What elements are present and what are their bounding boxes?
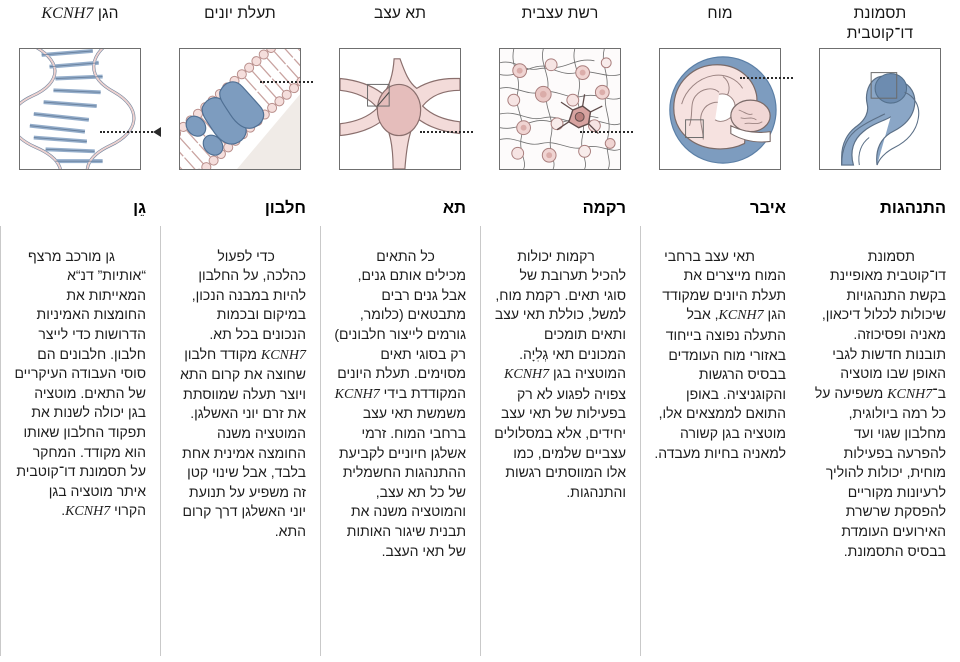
gene-symbol: KCNH7 — [718, 308, 764, 324]
column-gene: גֵן גן מורכב מרצף “אותיות” דנ“א המאייתות… — [0, 192, 160, 662]
column-tissue-heading: רקמה — [582, 199, 626, 217]
panel-organ-title: מוח — [707, 0, 732, 48]
gene-symbol: KCNH7 — [65, 504, 111, 520]
neural-network-icon — [500, 49, 620, 169]
column-cell: תא כל התאים מכילים אותם גנים, אבל גנים ר… — [320, 192, 480, 662]
text-columns: התנהגות תסמונת דו־קוטבית מאופיינת בקשת ה… — [0, 192, 960, 662]
panel-protein: תעלת יונים — [160, 0, 320, 192]
text-segment: כדי לפעול כהלכה, על החלבון להיות במבנה ה… — [187, 247, 306, 342]
column-cell-body: כל התאים מכילים אותם גנים, אבל גנים רבים… — [334, 227, 466, 581]
ion-channel-icon — [180, 49, 300, 169]
text-segment: מקודד חלבון שחוצה את קרום התא ויוצר תעלה… — [176, 345, 306, 539]
text-segment: כל התאים מכילים אותם גנים, אבל גנים רבים… — [330, 247, 466, 401]
column-cell-heading: תא — [442, 199, 466, 217]
brain-icon — [669, 56, 777, 164]
panel-organ: מוח — [640, 0, 800, 192]
column-protein-heading: חלבון — [264, 199, 306, 217]
panel-strip: תסמונת דו־קוטבית — [0, 0, 960, 192]
column-organ-heading: איבר — [750, 199, 786, 217]
panel-tissue-title: רשת עצבית — [522, 0, 599, 48]
panel-behavior-title-line2: דו־קוטבית — [846, 25, 914, 42]
panel-gene: הגן KCNH7 — [0, 0, 160, 192]
panel-tissue-title-line1: רשת עצבית — [521, 5, 599, 22]
panel-organ-frame — [659, 48, 781, 170]
panel-protein-frame — [179, 48, 301, 170]
panel-gene-title-gene-symbol: KCNH7 — [41, 5, 94, 22]
text-segment: . — [61, 502, 66, 519]
column-protein-body: כדי לפעול כהלכה, על החלבון להיות במבנה ה… — [174, 227, 306, 561]
panel-cell-title: תא עצב — [374, 0, 426, 48]
text-segment: תסמונת דו־קוטבית מאופיינת בקשת התנהגויות… — [817, 247, 946, 401]
text-segment: רקמות יכולות להכיל תערובת של סוגי תאים. … — [490, 247, 626, 382]
panel-gene-title: הגן KCNH7 — [41, 0, 118, 48]
gene-symbol: KCNH7 — [504, 367, 550, 383]
panel-protein-title: תעלת יונים — [204, 0, 276, 48]
text-segment: תאי עצב ברחבי המוח מייצרים את תעלת היוני… — [658, 247, 786, 323]
column-behavior-body: תסמונת דו־קוטבית מאופיינת בקשת התנהגויות… — [814, 227, 946, 581]
panel-behavior: תסמונת דו־קוטבית — [800, 0, 960, 192]
column-protein: חלבון כדי לפעול כהלכה, על החלבון להיות ב… — [160, 192, 320, 662]
panel-cell-title-line1: תא עצב — [373, 5, 427, 22]
column-behavior-heading: התנהגות — [880, 199, 946, 217]
text-segment: משמשת תאי עצב ברחבי המוח. זרמי אשלגן חיו… — [330, 384, 466, 559]
text-segment: משפיעה על כל רמה ביולוגית, מחלבון שגוי ו… — [811, 384, 946, 559]
panel-behavior-frame — [819, 48, 941, 170]
column-tissue-body: רקמות יכולות להכיל תערובת של סוגי תאים. … — [494, 227, 626, 522]
gene-symbol: KCNH7 — [260, 347, 306, 363]
column-gene-body: גן מורכב מרצף “אותיות” דנ“א המאייתות את … — [14, 227, 146, 542]
panel-behavior-title-line1: תסמונת — [853, 5, 907, 22]
gene-symbol: KCNH7 — [887, 386, 933, 402]
panel-cell-frame — [339, 48, 461, 170]
column-organ-body: תאי עצב ברחבי המוח מייצרים את תעלת היוני… — [654, 227, 786, 483]
column-tissue: רקמה רקמות יכולות להכיל תערובת של סוגי ת… — [480, 192, 640, 662]
column-behavior: התנהגות תסמונת דו־קוטבית מאופיינת בקשת ה… — [800, 192, 960, 662]
panel-gene-title-line1: הגן — [93, 5, 119, 22]
gene-symbol: KCNH7 — [334, 386, 380, 402]
column-organ: איבר תאי עצב ברחבי המוח מייצרים את תעלת … — [640, 192, 800, 662]
panel-behavior-title: תסמונת דו־קוטבית — [847, 0, 913, 48]
dna-helix-icon — [20, 49, 140, 169]
text-segment: גן מורכב מרצף “אותיות” דנ“א המאייתות את … — [10, 247, 146, 519]
panel-protein-title-line1: תעלת יונים — [204, 5, 276, 22]
text-segment: , אבל התעלה נפוצה בייחוד באזורי מוח העומ… — [654, 306, 786, 461]
text-segment: צפויה לפגוע לא רק בפעילות של תאי עצב יחי… — [490, 365, 626, 500]
panel-tissue: רשת עצבית — [480, 0, 640, 192]
panel-gene-frame — [19, 48, 141, 170]
panel-cell: תא עצב — [320, 0, 480, 192]
neuron-icon — [340, 49, 460, 169]
panel-tissue-frame — [499, 48, 621, 170]
panel-organ-title-line1: מוח — [707, 5, 733, 22]
column-gene-heading: גֵן — [133, 199, 146, 217]
curled-person-icon — [841, 72, 920, 166]
